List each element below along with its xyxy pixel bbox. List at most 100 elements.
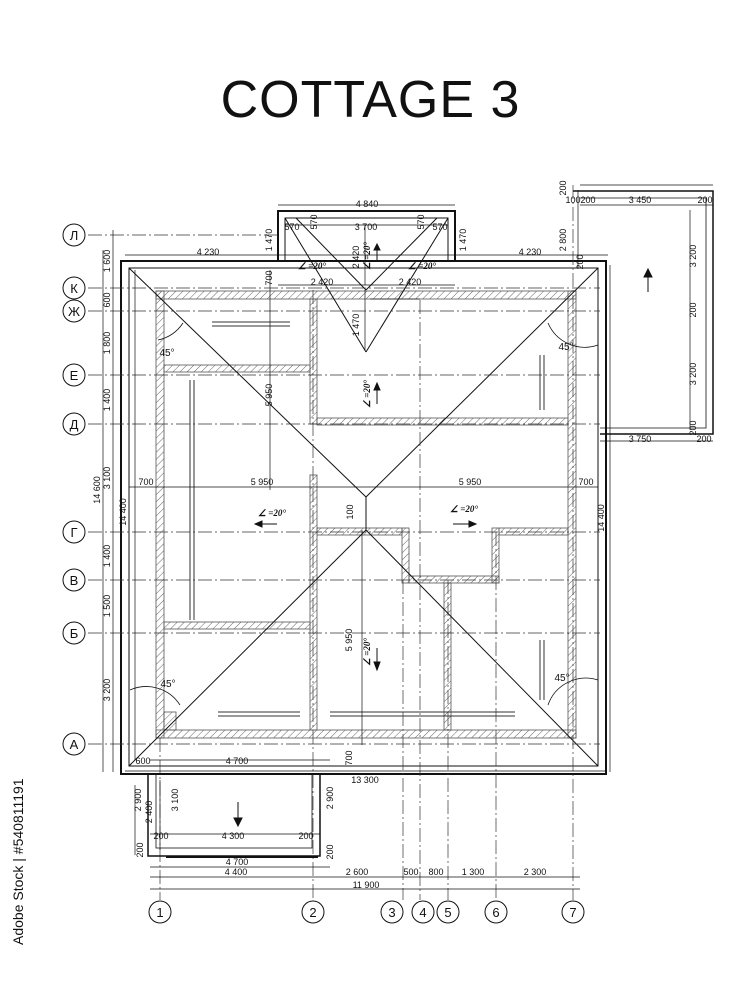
angle-arcs [129,322,599,706]
axis-label-B: Б [70,626,79,641]
dim-600: 600 [135,756,150,766]
porch-depth-2400: 2 400 [144,801,154,824]
axis-label-D: Д [70,417,79,432]
axis-label-3: 3 [388,905,395,920]
dim-1470-ridge: 1 470 [351,314,361,337]
dim-100: 100 [345,504,355,519]
drawing-title: COTTAGE 3 [220,71,521,129]
axis-label-7: 7 [569,905,576,920]
porch-width-inner: 4 300 [222,831,245,841]
dim-2420-left: 2 420 [311,277,334,287]
axis-label-K: К [70,281,78,296]
porch-dimensions: 4 700 4 300 4 700 200 200 2 900 2 400 3 … [133,756,335,867]
axis-label-G: Г [70,525,77,540]
angle-top-right: 45° [558,342,573,353]
dim-3200: 3 200 [102,679,112,702]
dim-1300: 1 300 [462,867,485,877]
middle-dimensions: 5 950 5 950 700 700 100 5 950 700 14 400… [138,384,606,766]
grid-axis-labels: Л К Ж Е Д Г В Б А 1 2 3 4 5 6 7 [68,228,577,920]
dim-2600: 2 600 [346,867,369,877]
terrace-side-2800: 2 800 [558,229,568,252]
terrace-right-200: 200 [697,195,712,205]
dim-1600: 1 600 [102,250,112,273]
dim-570-b: 570 [309,214,319,229]
terrace-left-200: 200 [580,195,595,205]
dim-2420-right: 2 420 [399,277,422,287]
slope-gable-center: ∠ =20° [362,242,372,270]
dim-570-d: 570 [432,222,447,232]
slope-south: ∠ =20° [362,638,372,666]
porch-side-200-left: 200 [153,831,168,841]
terrace-dimensions: 3 450 100 200 200 3 200 3 200 200 200 20… [558,180,713,444]
porch-v200-right: 200 [325,844,335,859]
slope-labels: ∠ =20° ∠ =20° ∠ =20° ∠ =20° ∠ =20° ∠ =20… [258,242,478,666]
slope-north: ∠ =20° [362,380,372,408]
terrace-left-100: 100 [565,195,580,205]
axis-label-A: А [70,737,79,752]
dim-570-c: 570 [416,214,426,229]
dim-14400-right: 14 400 [596,504,606,532]
axis-label-E: Е [70,368,79,383]
dim-5950-right: 5 950 [459,477,482,487]
axis-label-Zh: Ж [68,304,80,319]
dim-4840: 4 840 [356,199,379,209]
dim-800: 800 [428,867,443,877]
porch-depth-2900-left: 2 900 [133,789,143,812]
axis-label-1: 1 [156,905,163,920]
axis-label-2: 2 [309,905,316,920]
dim-3100: 3 100 [102,467,112,490]
terrace-width: 3 450 [629,195,652,205]
slope-east: ∠ =20° [450,504,478,514]
dim-700-bottom: 700 [344,750,354,765]
dim-700-left: 700 [138,477,153,487]
slope-gable-left: ∠ =20° [298,261,326,271]
axis-label-L: Л [70,228,79,243]
angle-bottom-right: 45° [554,673,569,684]
dim-1500: 1 500 [102,595,112,618]
terrace-h-top: 3 200 [688,245,698,268]
terrace-side-200: 200 [575,254,585,269]
axis-label-4: 4 [419,905,426,920]
dim-1470-right: 1 470 [458,229,468,252]
dim-5950-top: 5 950 [264,384,274,407]
porch [147,773,321,858]
dim-4230-left: 4 230 [197,247,220,257]
grid-lines [88,185,600,900]
left-dimensions: 1 600 600 1 800 1 400 3 100 1 400 1 500 … [92,250,128,702]
dim-4230-right: 4 230 [519,247,542,257]
terrace-v-200-b: 200 [688,420,698,435]
dim-700-top: 700 [264,270,274,285]
top-dimensions: 4 840 570 570 3 700 570 570 4 230 4 230 … [197,199,542,336]
terrace-bottom-200: 200 [696,434,711,444]
dim-1470-left: 1 470 [264,229,274,252]
axis-label-V: В [70,573,79,588]
slope-gable-right: ∠ =20° [408,261,436,271]
hip-lines [128,217,599,767]
dim-11900: 11 900 [353,880,380,890]
terrace-bottom-3750: 3 750 [629,434,652,444]
porch-depth-3100: 3 100 [170,789,180,812]
dim-2300: 2 300 [524,867,547,877]
dim-500: 500 [403,867,418,877]
dim-2420-depth: 2 420 [351,246,361,269]
angle-labels: 45° 45° 45° 45° [159,342,573,690]
porch-width-top: 4 700 [226,756,249,766]
dim-13300: 13 300 [351,775,379,785]
axis-label-5: 5 [444,905,451,920]
dim-14600: 14 600 [92,476,102,504]
dim-3700: 3 700 [355,222,378,232]
angle-top-left: 45° [159,348,174,359]
porch-v200-left: 200 [135,842,145,857]
dim-14400-left: 14 400 [118,498,128,526]
porch-depth-2900-right: 2 900 [325,787,335,810]
bottom-dimensions: 4 400 2 600 500 800 1 300 2 300 11 900 1… [135,756,546,890]
dim-1400-a: 1 400 [102,389,112,412]
dim-1400-b: 1 400 [102,545,112,568]
dim-600-left: 600 [102,292,112,307]
terrace-h-bottom: 3 200 [688,363,698,386]
dim-5950-left: 5 950 [251,477,274,487]
dim-570-a: 570 [284,222,299,232]
porch-side-200-right: 200 [298,831,313,841]
